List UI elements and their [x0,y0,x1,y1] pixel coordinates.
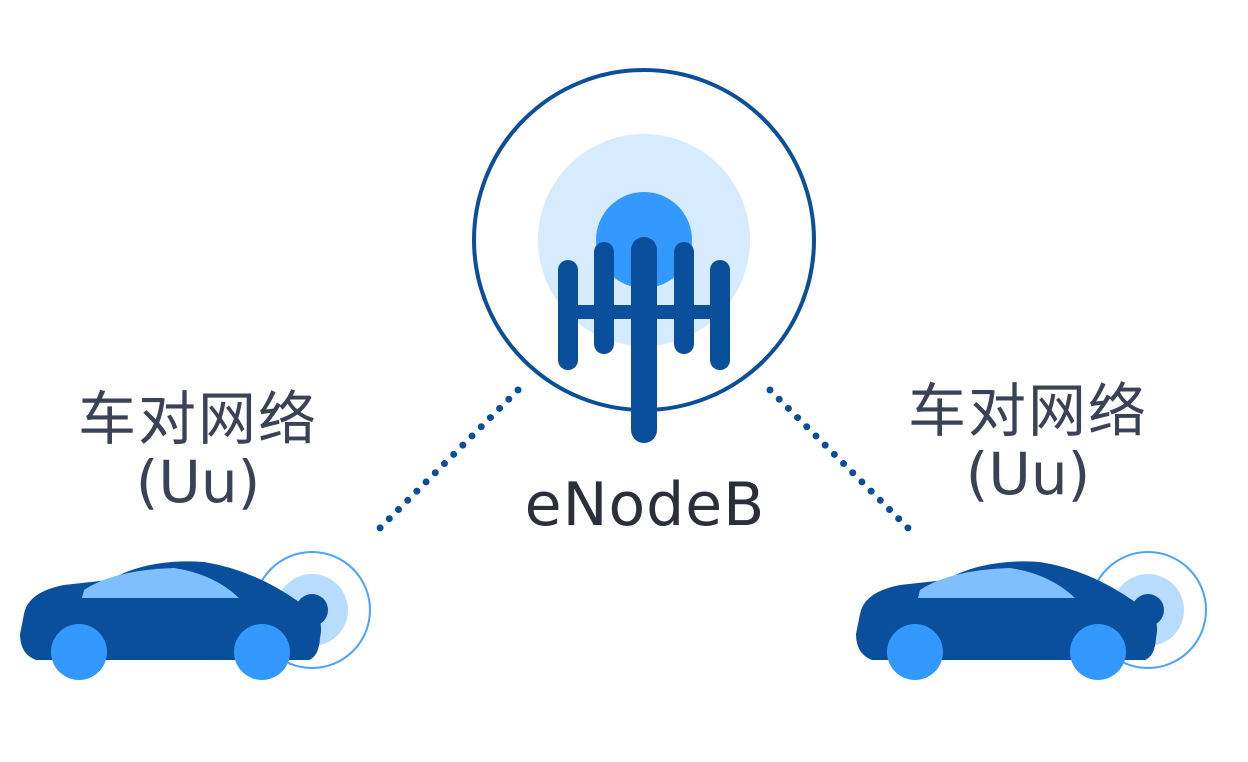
link-dotted-line-right [766,386,920,540]
link-title: 车对网络 [77,385,318,453]
base-station [472,68,816,443]
link-label-left: 车对网络 (Uu) [58,388,338,513]
vehicle-left [20,551,371,680]
link-protocol: (Uu) [965,439,1091,508]
link-dotted-line-left [368,386,522,540]
cell-tower-icon [558,237,730,443]
car-icon [20,551,371,680]
car-icon [856,551,1207,680]
base-station-name: eNodeB [524,470,766,540]
link-title: 车对网络 [907,377,1148,445]
link-label-right: 车对网络 (Uu) [888,380,1168,505]
link-protocol: (Uu) [135,447,261,516]
vehicle-right [856,551,1207,680]
